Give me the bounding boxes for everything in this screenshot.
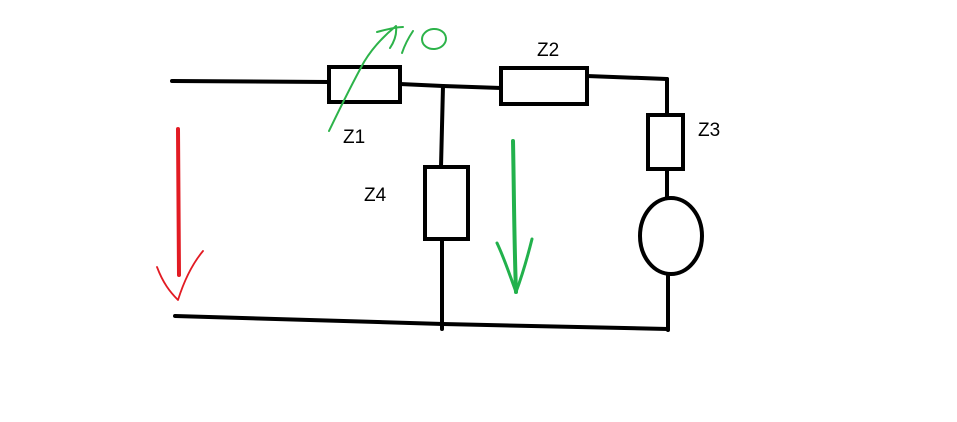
- wire-z2-to-right: [585, 74, 669, 81]
- resistor-z1: [327, 65, 402, 104]
- label-z4: Z4: [364, 185, 387, 206]
- handwriting-one-stroke: [401, 30, 414, 54]
- input-voltage-arrow-head: [156, 250, 204, 301]
- wire-node-to-z2: [441, 84, 503, 90]
- resistor-z3: [646, 113, 685, 171]
- wire-bottom-return: [173, 314, 670, 331]
- voltage-source: [638, 196, 704, 276]
- label-z2: Z2: [537, 40, 559, 61]
- input-voltage-arrow: [176, 127, 181, 277]
- resistor-z4: [423, 165, 470, 241]
- handwriting-zero: [421, 27, 447, 51]
- wire-node-down-to-z4: [439, 84, 445, 169]
- variable-resistor-arrow: [328, 25, 404, 132]
- label-z1: Z1: [343, 127, 365, 148]
- output-voltage-arrow-head: [495, 237, 534, 294]
- output-voltage-arrow: [511, 139, 518, 294]
- wire-z1-to-node: [398, 82, 445, 88]
- resistor-z2: [499, 66, 589, 106]
- wire-input-top: [170, 79, 331, 84]
- label-z3: Z3: [698, 120, 720, 141]
